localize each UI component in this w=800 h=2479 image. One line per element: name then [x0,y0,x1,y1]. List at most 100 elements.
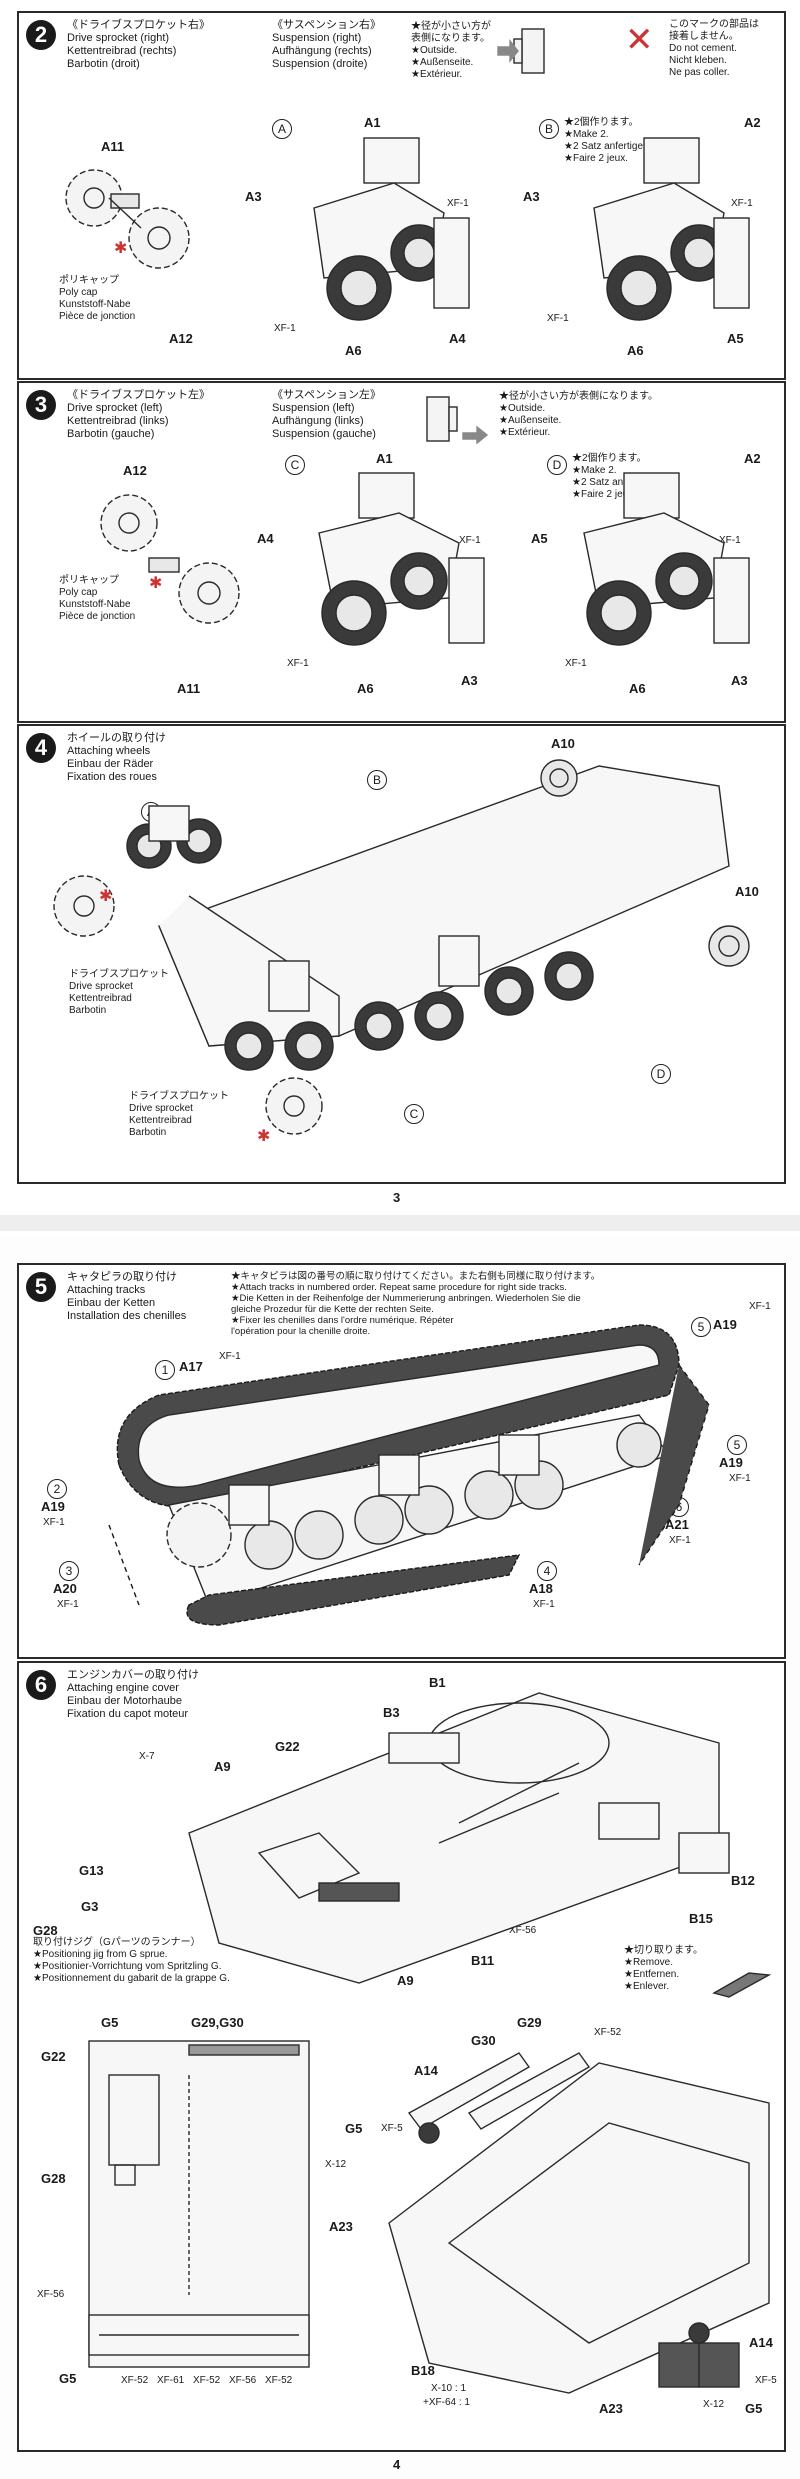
part-label: G29 [517,2015,542,2030]
track-assembly-diagram [108,1324,710,1626]
paint-code: XF-1 [731,198,753,209]
no-cement-note: このマークの部品は接着しません。 Do not cement.Nicht kle… [669,19,759,78]
hull-wheels-diagram [53,759,750,1135]
step-number: 3 [26,390,56,420]
paint-code: XF-1 [669,1535,691,1546]
part-label: A19 [719,1455,743,1470]
part-label: A3 [461,673,478,688]
part-label: B12 [731,1873,755,1888]
part-label: G22 [41,2049,66,2064]
paint-code: XF-1 [43,1517,65,1528]
paint-code: X-12 [325,2159,347,2170]
suspension-left-diagram [318,472,485,646]
part-label: A3 [731,673,748,688]
paint-code: X-12 [703,2399,725,2410]
part-label: G13 [79,1863,104,1878]
track-order-marker: 5 [727,1435,747,1455]
paint-code: XF-1 [565,658,587,669]
page-number: 4 [393,2457,401,2472]
part-label: A5 [531,531,548,546]
part-label: A23 [599,2401,623,2416]
track-order-note: ★キャタピラは図の番号の順に取り付けてください。また右側も同様に取り付けます。★… [231,1271,601,1337]
part-label: B11 [471,1953,495,1968]
outside-diagram [497,28,545,74]
outside-note: ★径が小さい方が表側になります。★Outside. ★Außenseite.★E… [499,391,658,438]
no-cement-icon: ✕ [625,21,654,59]
step-number: 4 [26,733,56,763]
track-order-marker: 1 [155,1360,175,1380]
part-label: A14 [749,2335,773,2350]
drive-sprocket-diagram [100,494,240,624]
positioning-jig-note: G28 取り付けジグ（Gパーツのランナー）★Positioning jig fr… [33,1923,230,1984]
part-label: A3 [245,189,262,204]
outside-diagram [426,396,489,445]
paint-code: XF-1 [459,535,481,546]
suspension-right-diagram [313,137,470,321]
part-label: G5 [101,2015,119,2030]
paint-code: XF-52 [265,2375,293,2386]
part-label: A19 [713,1317,737,1332]
step-3-panel: 3 《ドライブスプロケット左》Drive sprocket (left) Ket… [17,381,786,723]
part-label: B15 [689,1911,713,1926]
part-label: A18 [529,1581,553,1596]
paint-code: XF-52 [121,2375,149,2386]
part-label: A11 [101,139,125,154]
part-label: A1 [376,451,393,466]
part-label: A9 [214,1759,231,1774]
make-2-note: ★2個作ります。★Make 2. ★2 Satz anfertigen.★Fai… [572,453,660,500]
part-label: B1 [429,1675,446,1690]
part-label: A19 [41,1499,65,1514]
paint-code: X-7 [139,1751,155,1762]
part-label: A6 [627,343,644,358]
paint-code: XF-1 [447,198,469,209]
part-label: A20 [53,1581,77,1596]
part-label: A10 [551,736,575,751]
track-order-marker: 4 [537,1561,557,1581]
knife-icon [712,1972,772,1998]
paint-code: XF-52 [193,2375,221,2386]
part-label: A6 [345,343,362,358]
paint-code: XF-1 [749,1301,771,1312]
part-label: G3 [81,1899,99,1914]
hull-top-detail-diagram [88,2040,310,2368]
paint-code: XF-56 [509,1925,537,1936]
paint-code: XF-1 [719,535,741,546]
part-label: B18 [411,2363,435,2378]
paint-code: XF-1 [533,1599,555,1610]
sub-assembly-marker: C [404,1104,424,1124]
step-subtitle: 《サスペンション左》Suspension (left) Aufhängung (… [272,389,382,440]
paint-code: +XF-64 : 1 [423,2397,470,2408]
part-label: G22 [275,1739,300,1754]
part-label: A6 [357,681,374,696]
track-order-marker: 5 [691,1317,711,1337]
no-cement-icon: ✱ [114,240,128,257]
paint-code: XF-1 [57,1599,79,1610]
drive-sprocket-diagram [65,169,190,269]
rear-hull-detail-diagram [388,2052,770,2394]
paint-code: XF-1 [729,1473,751,1484]
sub-assembly-marker: A [272,119,292,139]
instruction-page-3: 2 《ドライブスプロケット右》 Drive sprocket (right) K… [0,0,800,1215]
paint-code: XF-1 [274,323,296,334]
part-label: A3 [523,189,540,204]
part-label: A12 [169,331,193,346]
no-cement-icon: ✱ [257,1128,271,1145]
engine-cover-diagram [188,1692,730,1984]
step-title: 《ドライブスプロケット右》 Drive sprocket (right) Ket… [67,19,210,70]
step-subtitle: 《サスペンション右》 Suspension (right) Aufhängung… [272,19,382,70]
part-label: A2 [744,115,761,130]
sub-assembly-marker: B [539,119,559,139]
part-label: A4 [257,531,274,546]
page-number: 3 [393,1190,401,1205]
no-cement-icon: ✱ [99,888,113,905]
paint-code: XF-5 [381,2123,403,2134]
part-label: A4 [449,331,466,346]
sub-assembly-marker: B [367,770,387,790]
step-title: 《ドライブスプロケット左》Drive sprocket (left) Kette… [67,389,210,440]
make-2-note: ★2個作ります。★Make 2. ★2 Satz anfertigen.★Fai… [564,117,652,164]
